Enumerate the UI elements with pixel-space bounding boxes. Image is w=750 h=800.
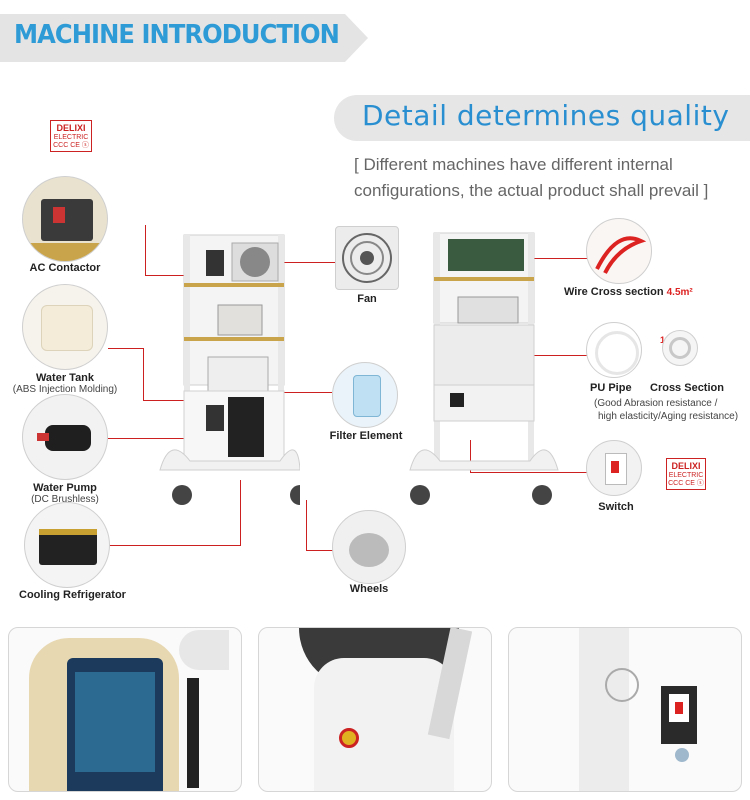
cross-section-label: Cross Section xyxy=(650,382,724,394)
connector-line xyxy=(108,545,240,546)
wheels-image xyxy=(332,510,406,584)
photo-screen xyxy=(8,627,242,792)
pu-pipe-label: PU Pipe xyxy=(590,382,632,394)
connector-line xyxy=(108,348,143,349)
connector-line xyxy=(145,275,205,276)
cooling-refrigerator-image xyxy=(24,502,110,588)
ac-contactor-image xyxy=(22,176,108,262)
pu-sub-2: high elasticity/Aging resistance) xyxy=(598,411,739,422)
page-title: MACHINE INTRODUCTION xyxy=(14,20,340,50)
connector-line xyxy=(306,550,334,551)
ac-contactor-label: AC Contactor xyxy=(29,262,101,274)
water-pump-image xyxy=(22,394,108,480)
photo-handle xyxy=(258,627,492,792)
header-ribbon xyxy=(0,14,368,62)
switch-label: Switch xyxy=(598,501,634,513)
wheels-label: Wheels xyxy=(349,583,389,595)
switch-image xyxy=(586,440,642,496)
connector-line xyxy=(143,348,144,400)
connector-line xyxy=(262,392,332,393)
connector-line xyxy=(470,472,588,473)
water-pump-label: Water Pump xyxy=(33,482,97,494)
water-tank-label: Water Tank xyxy=(35,372,95,384)
banner-title: Detail determines quality xyxy=(362,99,730,132)
connector-line xyxy=(268,262,338,263)
fan-image xyxy=(335,226,399,290)
wire-image xyxy=(586,218,652,284)
connector-line xyxy=(108,438,218,439)
pu-sub-1: (Good Abrasion resistance / xyxy=(594,398,718,409)
water-tank-image xyxy=(22,284,108,370)
water-pump-sub: (DC Brushless) xyxy=(31,494,99,505)
filter-element-label: Filter Element xyxy=(329,430,403,442)
cross-section-image xyxy=(662,330,698,366)
fan-label: Fan xyxy=(357,293,377,305)
detail-banner xyxy=(334,95,750,141)
connector-line xyxy=(512,258,588,259)
pu-pipe-image xyxy=(586,322,642,378)
connector-line xyxy=(306,500,307,550)
connector-line xyxy=(143,400,203,401)
disclaimer-note: [ Different machines have different inte… xyxy=(354,155,709,200)
photo-back-panel xyxy=(508,627,742,792)
filter-element-image xyxy=(332,362,398,428)
connector-line xyxy=(470,440,471,472)
machine-back-image xyxy=(409,232,559,505)
connector-line xyxy=(240,480,241,546)
machine-front-image xyxy=(159,234,300,505)
wire-label: Wire Cross section 4.5m² xyxy=(564,286,693,298)
cooling-label: Cooling Refrigerator xyxy=(19,589,126,601)
connector-line xyxy=(145,225,146,275)
water-tank-sub: (ABS Injection Molding) xyxy=(12,384,118,395)
connector-line xyxy=(510,355,588,356)
